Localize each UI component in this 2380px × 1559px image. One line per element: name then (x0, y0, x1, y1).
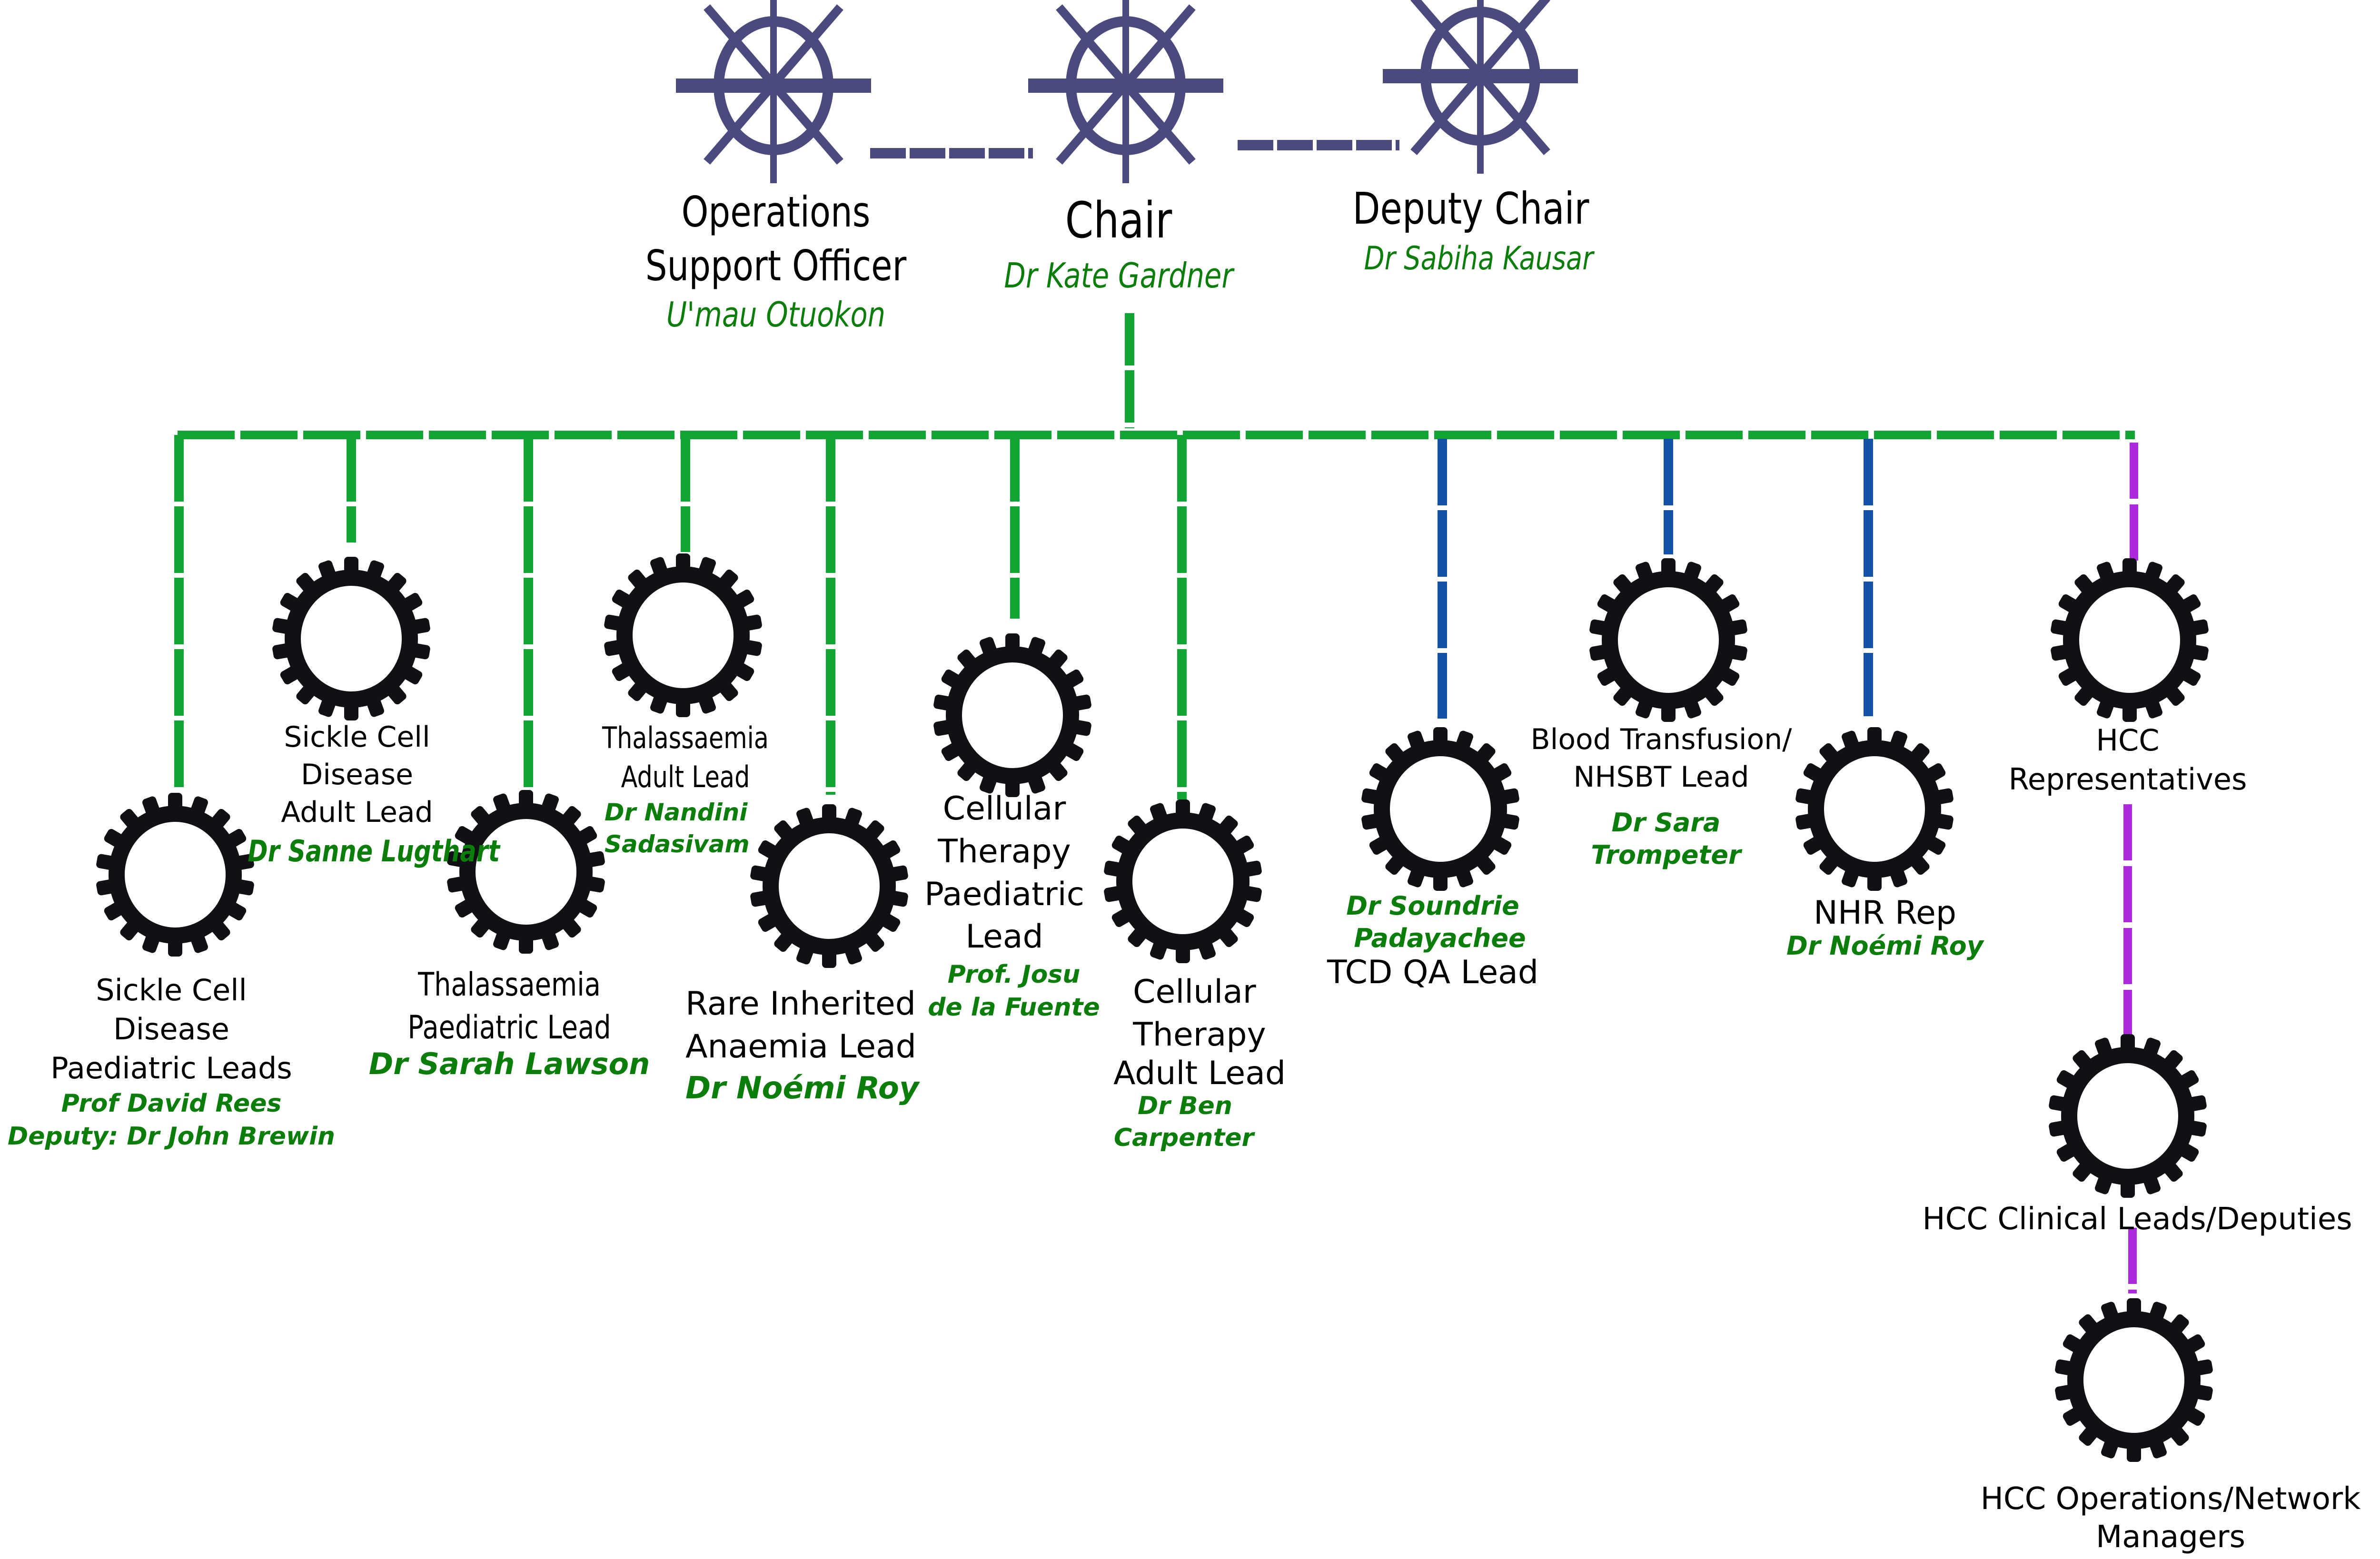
lead-card-thal-adult[interactable]: Thalassaemia Adult Lead Dr Nandini Sadas… (547, 719, 823, 861)
lead-title: NHR Rep (1813, 894, 1957, 932)
ct-paediatric-gear-icon (933, 633, 1091, 797)
ops-officer-title-line1: Operations (681, 187, 871, 237)
lead-title: Therapy (1133, 1016, 1266, 1054)
ct-adult-gear-icon (1104, 799, 1262, 963)
lead-title: Disease (113, 1011, 229, 1046)
deputy-chair-wheel-icon (1383, 0, 1578, 174)
lead-title: Adult Lead (1113, 1054, 1286, 1092)
green-connectors (174, 313, 2135, 799)
lead-title: Lead (965, 918, 1043, 956)
ops-officer-card[interactable]: Operations Support Officer U'mau Otuokon (600, 186, 952, 336)
lead-name: Carpenter (1114, 1124, 1254, 1153)
lead-card-nhr-rep[interactable]: NHR Rep Dr Noémi Roy (1761, 894, 2009, 961)
hcc-reps-gear-icon (2051, 558, 2209, 722)
lead-name: Padayachee (1354, 923, 1526, 953)
lead-title: Paediatric Leads (50, 1050, 292, 1085)
lead-name: Dr Soundrie (1346, 891, 1519, 921)
thal-paediatric-gear-icon (447, 790, 605, 954)
lead-name: Dr Noémi Roy (685, 1070, 919, 1106)
lead-name: Dr Sanne Lugthart (248, 833, 500, 868)
lead-card-ct-adult[interactable]: Cellular Therapy Adult Lead Dr Ben Carpe… (1090, 971, 1309, 1154)
lead-title: Adult Lead (621, 759, 750, 794)
ops-officer-wheel-icon (676, 0, 871, 183)
lead-title: Cellular (1133, 973, 1256, 1011)
lead-card-tcd-qa[interactable]: Dr Soundrie Padayachee TCD QA Lead (1309, 890, 1557, 991)
lead-title: Paediatric (924, 875, 1085, 913)
lead-name: Dr Sara (1611, 808, 1721, 838)
ops-officer-name: U'mau Otuokon (666, 295, 886, 335)
lead-title: Sickle Cell (96, 973, 247, 1007)
deputy-chair-title: Deputy Chair (1352, 183, 1589, 234)
blue-connectors (1438, 439, 1873, 719)
lead-card-ct-paediatric[interactable]: Cellular Therapy Paediatric Lead Prof. J… (895, 788, 1114, 1024)
lead-name: Prof. Josu (947, 960, 1081, 989)
lead-name: Dr Sarah Lawson (368, 1046, 650, 1081)
lead-title: Paediatric Lead (407, 1008, 611, 1046)
lead-title: Adult Lead (281, 796, 433, 829)
deputy-chair-name: Dr Sabiha Kausar (1364, 240, 1594, 278)
lead-card-thal-paediatric[interactable]: Thalassaemia Paediatric Lead Dr Sarah La… (362, 964, 657, 1083)
lead-card-rare-anaemia[interactable]: Rare Inherited Anaemia Lead Dr Noémi Roy (666, 983, 962, 1108)
scd-paediatric-gear-icon (96, 793, 254, 957)
lead-title: Thalassaemia (418, 966, 601, 1004)
lead-card-blood-transfusion[interactable]: Blood Transfusion/ NHSBT Lead Dr Sara Tr… (1499, 721, 1823, 871)
hcc-clinical-title: HCC Clinical Leads/Deputies (1922, 1202, 2352, 1237)
thal-adult-gear-icon (604, 553, 762, 717)
lead-title: Thalassaemia (602, 720, 769, 755)
purple-connectors (2123, 443, 2138, 1293)
lead-card-scd-paediatric[interactable]: Sickle Cell Disease Paediatric Leads Pro… (0, 971, 343, 1153)
chair-title: Chair (1065, 191, 1172, 249)
lead-card-hcc-reps[interactable]: HCC Representatives (1980, 721, 2275, 799)
ops-officer-title-line2: Support Officer (645, 241, 907, 290)
lead-title: Anaemia Lead (685, 1027, 916, 1066)
lead-name: Dr Nandini (605, 798, 748, 826)
lead-title: Disease (301, 758, 413, 792)
hcc-ops-title-line2: Managers (2096, 1520, 2245, 1555)
chair-wheel-icon (1028, 0, 1223, 183)
leadership-links (870, 140, 1399, 158)
scd-adult-gear-icon (272, 557, 430, 720)
chair-card[interactable]: Chair Dr Kate Gardner (947, 188, 1290, 298)
lead-name: Dr Ben (1138, 1091, 1232, 1120)
hcc-operations-card[interactable]: HCC Operations/Network Managers (1942, 1480, 2380, 1556)
hcc-clinical-leads-card[interactable]: HCC Clinical Leads/Deputies (1894, 1199, 2380, 1239)
lead-title: HCC (2096, 723, 2160, 758)
deputy-chair-card[interactable]: Deputy Chair Dr Sabiha Kausar (1295, 180, 1647, 280)
lead-name: Sadasivam (605, 830, 750, 858)
chair-name: Dr Kate Gardner (1004, 256, 1233, 296)
rare-anaemia-gear-icon (750, 804, 908, 968)
hcc-clinical-gear-icon (2049, 1034, 2207, 1198)
lead-name: de la Fuente (928, 993, 1100, 1022)
lead-title: Sickle Cell (284, 720, 430, 754)
hcc-operations-gear-icon (2055, 1298, 2213, 1462)
lead-title: Rare Inherited (685, 985, 916, 1023)
lead-name: Prof David Rees (61, 1089, 282, 1118)
tcd-qa-gear-icon (1361, 727, 1519, 891)
lead-card-scd-adult[interactable]: Sickle Cell Disease Adult Lead Dr Sanne … (224, 719, 500, 870)
lead-title: Representatives (2008, 761, 2247, 797)
lead-title: Blood Transfusion/ (1530, 723, 1792, 756)
lead-title: TCD QA Lead (1327, 954, 1539, 991)
lead-name: Dr Noémi Roy (1786, 931, 1983, 961)
lead-title: Therapy (938, 832, 1071, 870)
hcc-ops-title-line1: HCC Operations/Network (1980, 1481, 2361, 1517)
lead-title: Cellular (942, 790, 1066, 828)
lead-title: NHSBT Lead (1573, 760, 1749, 794)
blood-transfusion-gear-icon (1589, 558, 1747, 722)
lead-name: Deputy: Dr John Brewin (8, 1122, 335, 1151)
nhr-rep-gear-icon (1795, 727, 1954, 891)
lead-name: Trompeter (1591, 839, 1741, 870)
